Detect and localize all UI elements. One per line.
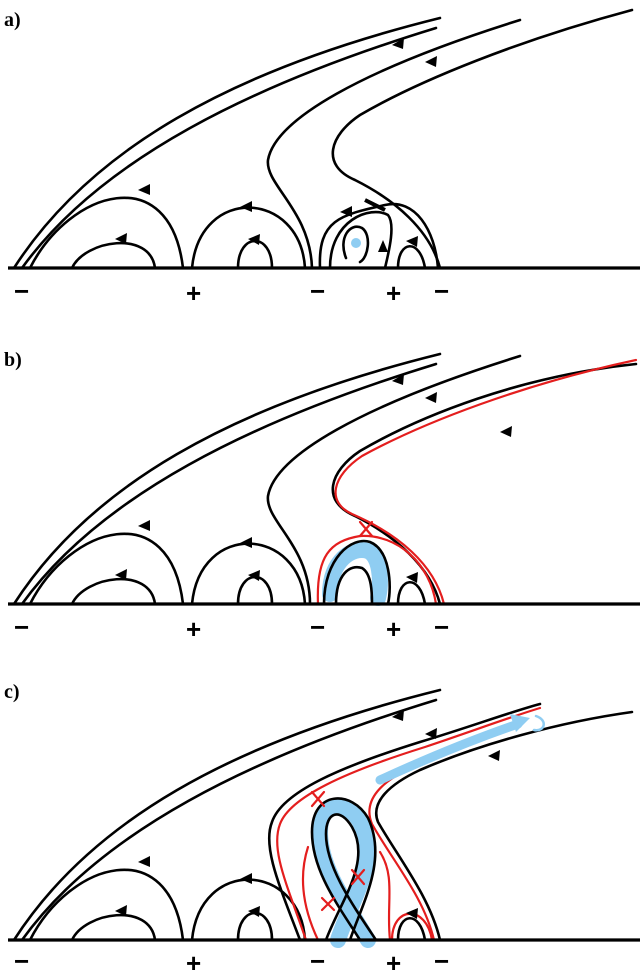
arrowhead-icon xyxy=(488,750,500,761)
current-sheet-bar xyxy=(364,198,386,212)
polarity-sign: − xyxy=(310,946,325,976)
panel-b-label: b) xyxy=(4,349,22,371)
polarity-sign: − xyxy=(310,612,325,642)
polarity-sign: − xyxy=(310,276,325,306)
flux-rope-outline xyxy=(324,813,378,942)
panel-a: a) − + − + − xyxy=(4,8,640,308)
small-arch xyxy=(396,245,427,270)
arrowhead-icon xyxy=(340,206,352,217)
emerging-bipole xyxy=(334,565,374,606)
polarity-sign: + xyxy=(186,278,201,308)
panel-b: b) − + − + − xyxy=(4,349,640,644)
polarity-sign: − xyxy=(434,946,449,976)
polarity-sign: − xyxy=(434,276,449,306)
small-arch xyxy=(396,917,427,942)
arrowhead-icon xyxy=(500,426,512,437)
ejection-arrowhead-icon xyxy=(510,714,530,732)
emerging-bipole xyxy=(342,225,370,264)
panel-c-label: c) xyxy=(4,681,20,703)
ejection-curl-icon xyxy=(532,714,545,732)
reconnected-field-line xyxy=(334,358,638,606)
arrowhead-icon xyxy=(425,392,437,403)
flux-rope-core-icon xyxy=(351,238,361,248)
polarity-sign: + xyxy=(386,948,401,976)
arrowhead-icon xyxy=(406,908,418,919)
arrowhead-icon xyxy=(425,728,437,739)
flux-rope xyxy=(312,798,376,948)
overlying-field-line xyxy=(267,702,542,942)
reconnected-field-line xyxy=(301,845,392,942)
emerging-bipole xyxy=(322,539,391,606)
polarity-sign: + xyxy=(386,614,401,644)
reconnection-x-icon xyxy=(350,868,366,886)
arrowhead-icon xyxy=(378,240,388,252)
overlying-field-line xyxy=(318,202,440,270)
overlying-field-line xyxy=(266,354,522,606)
polarity-sign: − xyxy=(14,946,29,976)
emerging-bipole xyxy=(328,210,393,270)
polarity-sign: − xyxy=(14,276,29,306)
polarity-sign: + xyxy=(186,948,201,976)
panel-a-label: a) xyxy=(4,9,21,31)
reconnected-field-line xyxy=(368,764,436,942)
polarity-sign: + xyxy=(386,278,401,308)
arrowhead-icon xyxy=(425,56,437,67)
small-arch xyxy=(396,581,427,606)
flux-rope xyxy=(322,542,388,606)
ejection-arrow xyxy=(375,719,523,785)
arrowhead-icon xyxy=(406,236,418,247)
polarity-sign: − xyxy=(14,612,29,642)
polarity-sign: + xyxy=(186,614,201,644)
reconnection-x-icon xyxy=(310,790,326,808)
overlying-field-line xyxy=(375,710,634,942)
reconnected-field-line xyxy=(276,706,542,942)
overlying-field-line xyxy=(266,18,522,270)
background-field-lines xyxy=(12,16,442,270)
panel-c: c) − + − + − xyxy=(4,681,640,976)
overlying-field-line xyxy=(331,8,634,270)
reconnection-x-icon xyxy=(320,896,336,912)
polarity-sign: − xyxy=(434,612,449,642)
arrowhead-icon xyxy=(406,572,418,583)
reconnection-x-icon xyxy=(358,520,374,538)
flux-rope-outline xyxy=(310,797,377,942)
